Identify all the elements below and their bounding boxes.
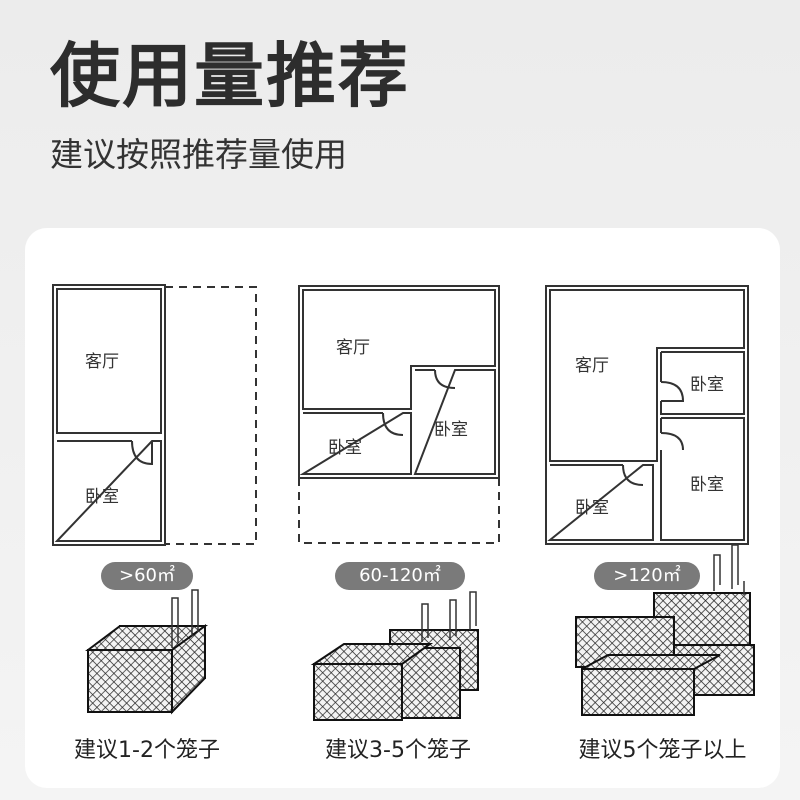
cage-icon	[575, 544, 755, 716]
cage-group-large	[574, 544, 756, 720]
room-label-bedroom: 卧室	[85, 487, 119, 507]
cage-icon	[85, 589, 209, 715]
room-label-bedroom: 卧室	[575, 498, 609, 518]
room-label-bedroom: 卧室	[328, 438, 362, 458]
room-label-living: 客厅	[85, 352, 119, 372]
area-badge: >120㎡	[594, 562, 700, 590]
recommendation-caption: 建议5个笼子以上	[578, 738, 747, 763]
room-label-living: 客厅	[575, 356, 609, 376]
cage-group-small	[80, 588, 210, 718]
room-label-living: 客厅	[336, 338, 370, 358]
area-badge: >60㎡	[101, 562, 193, 590]
page-title: 使用量推荐	[50, 35, 410, 117]
page-subtitle: 建议按照推荐量使用	[50, 135, 347, 174]
recommendation-caption: 建议3-5个笼子	[325, 738, 471, 763]
room-label-bedroom: 卧室	[690, 475, 724, 495]
floor-plan-small: 客厅 卧室	[52, 284, 258, 546]
recommendation-caption: 建议1-2个笼子	[74, 738, 220, 763]
floor-plan-medium: 客厅 卧室 卧室	[298, 285, 502, 547]
room-label-bedroom: 卧室	[434, 420, 468, 440]
cage-group-medium	[310, 591, 485, 725]
room-label-bedroom: 卧室	[690, 375, 724, 395]
cage-icon	[310, 591, 479, 721]
floor-plan-large: 客厅 卧室 卧室 卧室	[545, 285, 749, 547]
area-badge: 60-120㎡	[335, 562, 465, 590]
